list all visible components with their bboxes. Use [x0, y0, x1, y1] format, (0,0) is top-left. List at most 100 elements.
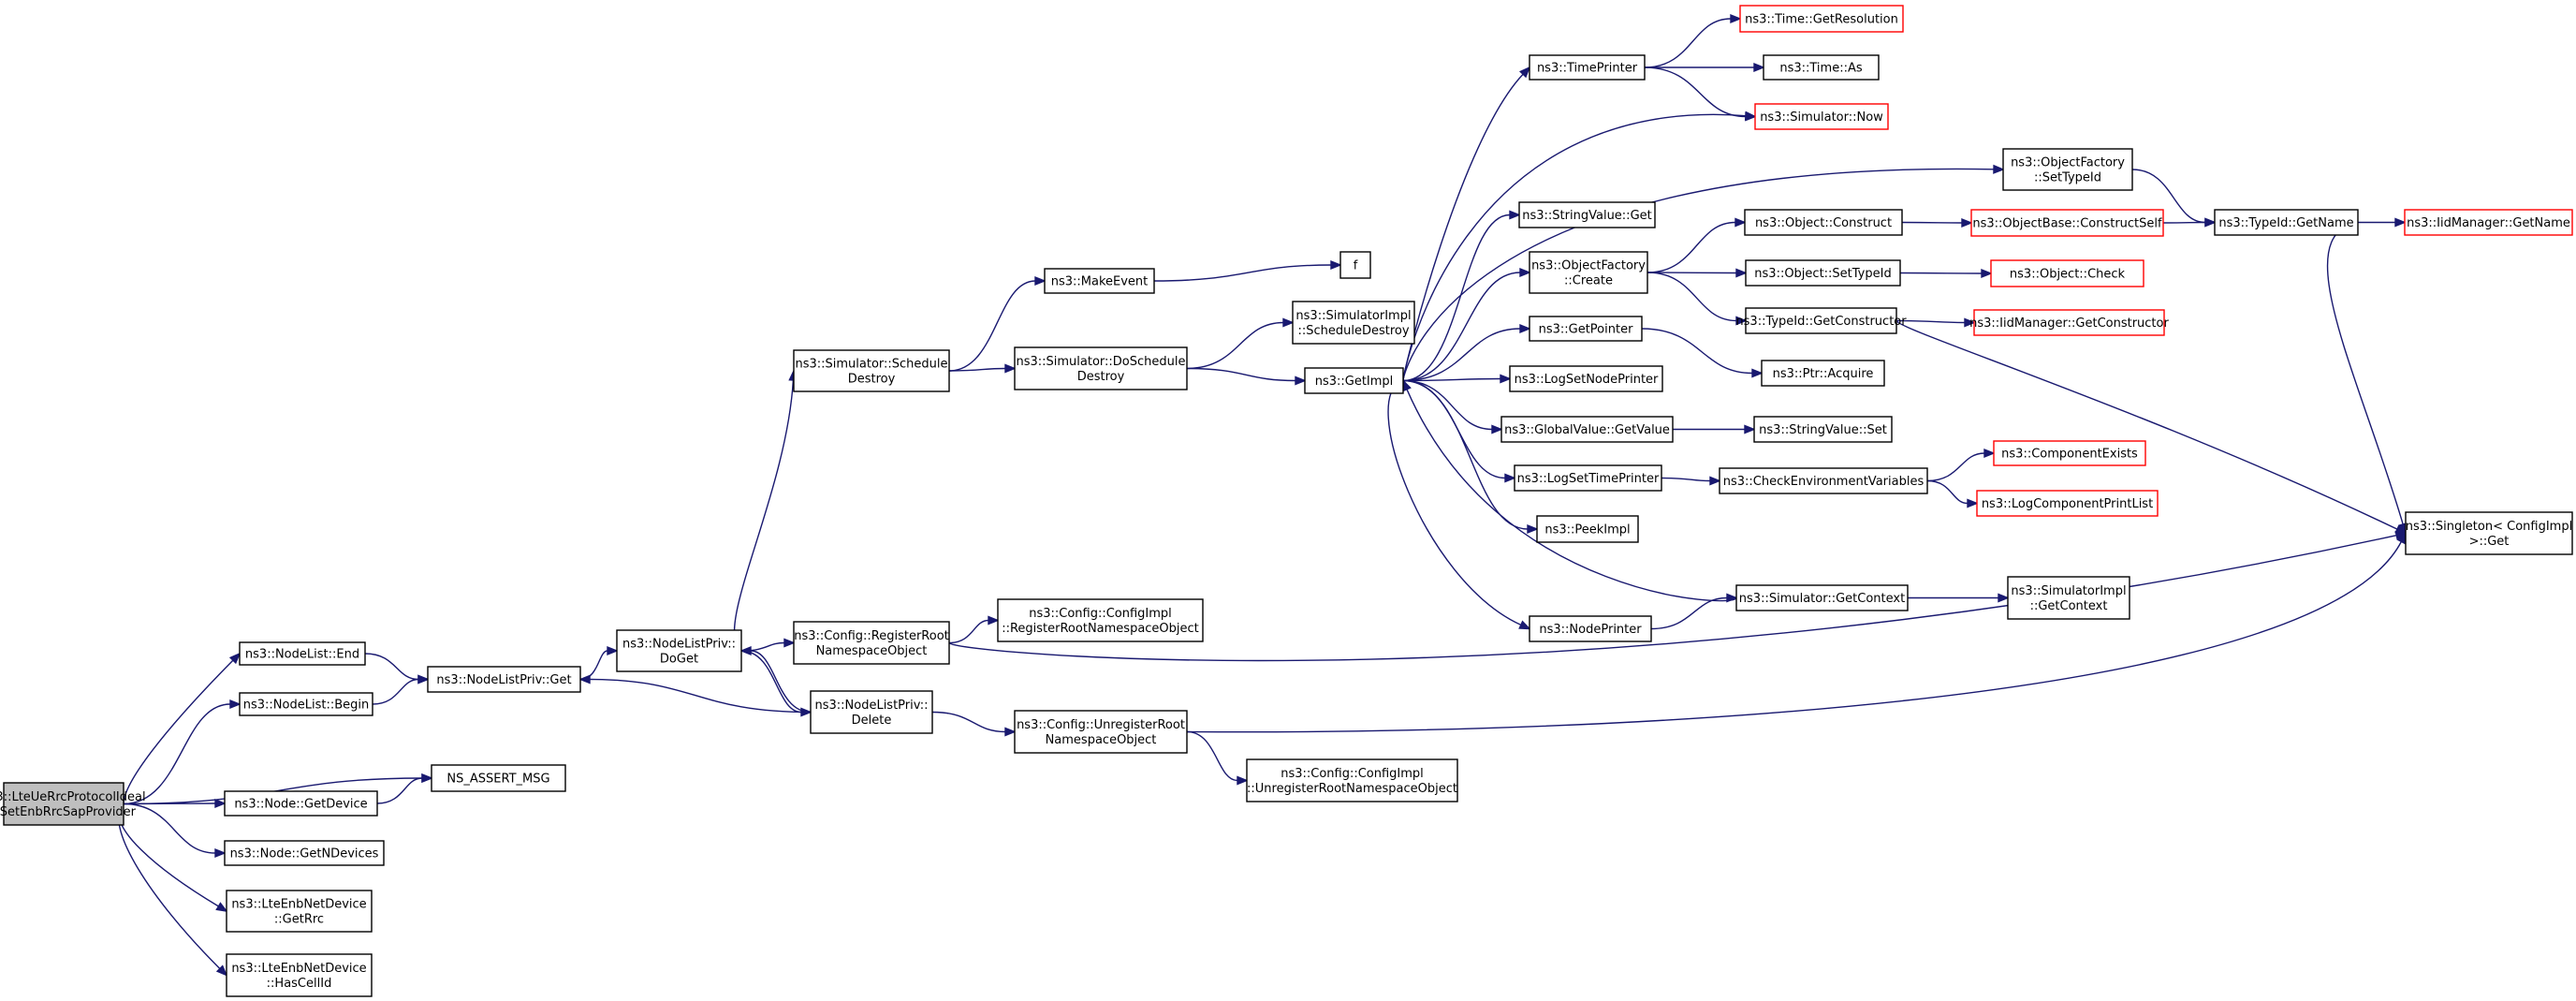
node-box	[1976, 490, 2159, 517]
node-object-construct[interactable]: ns3::Object::Construct	[1744, 209, 1903, 236]
edge-line	[740, 650, 802, 714]
node-cfgimpl-unregister[interactable]: ns3::Config::ConfigImpl::UnregisterRootN…	[1246, 758, 1458, 802]
node-timeprinter[interactable]: ns3::TimePrinter	[1529, 54, 1646, 81]
edge-arrowhead	[1519, 323, 1531, 334]
node-label: ns3::NodePrinter	[1539, 623, 1642, 637]
node-root[interactable]: ns3::LteUeRrcProtocolIdeal::SetEnbRrcSap…	[0, 782, 146, 826]
node-cfg-register-root[interactable]: ns3::Config::RegisterRootNamespaceObject	[793, 621, 950, 665]
edge-nodeprinter-to-sim_getcontext	[1650, 593, 1738, 630]
node-iidmanager-getname[interactable]: ns3::IidManager::GetName	[2404, 209, 2573, 236]
edge-line	[123, 802, 216, 854]
node-f[interactable]: f	[1339, 251, 1371, 279]
edge-line	[123, 659, 234, 804]
node-nodelist-end[interactable]: ns3::NodeList::End	[239, 641, 366, 666]
node-getpointer[interactable]: ns3::GetPointer	[1529, 316, 1643, 342]
node-nlp-doget[interactable]: ns3::NodeListPriv::DoGet	[616, 629, 742, 672]
edge-timeprinter-to-time_getresolution	[1644, 13, 1742, 68]
node-iidmanager-getconstructor[interactable]: ns3::IidManager::GetConstructor	[1969, 309, 2169, 336]
node-sim-getcontext[interactable]: ns3::Simulator::GetContext	[1735, 584, 1909, 611]
node-label: ns3::ObjectBase::ConstructSelf	[1972, 217, 2162, 231]
node-sim-schedule-destroy[interactable]: ns3::Simulator::ScheduleDestroy	[793, 349, 950, 392]
edge-line	[1402, 272, 1521, 382]
node-objfactory-settypeid[interactable]: ns3::ObjectFactory::SetTypeId	[2002, 148, 2133, 191]
edge-arrowhead	[1730, 13, 1742, 24]
edge-arrowhead	[1961, 217, 1973, 228]
node-node-getndevices[interactable]: ns3::Node::GetNDevices	[224, 840, 385, 866]
edge-arrowhead	[421, 773, 433, 784]
node-box	[1529, 251, 1648, 294]
node-label: ns3::TimePrinter	[1537, 62, 1638, 76]
edge-line	[1895, 319, 2398, 530]
node-label: ns3::Ptr::Acquire	[1773, 367, 1874, 381]
edge-sim_do_schedule_destroy-to-simimpl_schedule_destroy	[1186, 317, 1295, 370]
node-typeid-getconstructor[interactable]: ns3::TypeId::GetConstructor	[1735, 307, 1907, 334]
node-box	[1044, 268, 1155, 294]
node-enb-hascellid[interactable]: ns3::LteEnbNetDevice::HasCellId	[226, 953, 373, 997]
node-box	[1735, 584, 1909, 611]
node-box	[224, 840, 385, 866]
node-object-check[interactable]: ns3::Object::Check	[1990, 259, 2144, 287]
node-cfg-unregister-root[interactable]: ns3::Config::UnregisterRootNamespaceObje…	[1014, 710, 1188, 754]
edge-arrowhead	[1983, 448, 1996, 459]
node-label: ns3::StringValue::Get	[1522, 209, 1651, 223]
node-sim-now[interactable]: ns3::Simulator::Now	[1754, 103, 1889, 130]
edge-line	[1402, 113, 1747, 381]
node-getimpl[interactable]: ns3::GetImpl	[1304, 367, 1404, 394]
edge-getimpl-to-timeprinter	[1402, 66, 1531, 381]
node-objfactory-create[interactable]: ns3::ObjectFactory::Create	[1529, 251, 1648, 294]
node-nodelist-begin[interactable]: ns3::NodeList::Begin	[239, 692, 373, 716]
edge-typeid_getconstructor-to-iidmanager_getconstructor	[1895, 317, 1976, 328]
edge-arrowhead	[1237, 775, 1249, 786]
node-typeid-getname[interactable]: ns3::TypeId::GetName	[2214, 209, 2359, 236]
node-label: ns3::Simulator::Now	[1760, 110, 1883, 125]
node-ptr-acquire[interactable]: ns3::Ptr::Acquire	[1761, 360, 1885, 387]
node-cfgimpl-register[interactable]: ns3::Config::ConfigImpl::RegisterRootNam…	[997, 598, 1204, 642]
node-simimpl-getcontext[interactable]: ns3::SimulatorImpl::GetContext	[2007, 576, 2130, 620]
node-label: ns3::Object::SetTypeId	[1754, 267, 1891, 281]
edge-arrowhead	[739, 645, 752, 656]
node-peekimpl[interactable]: ns3::PeekImpl	[1536, 515, 1639, 543]
node-make-event[interactable]: ns3::MakeEvent	[1044, 268, 1155, 294]
edge-arrowhead	[1519, 267, 1531, 278]
node-enb-getrrc[interactable]: ns3::LteEnbNetDevice::GetRrc	[226, 890, 373, 933]
node-time-getresolution[interactable]: ns3::Time::GetResolution	[1739, 5, 1904, 33]
edge-object_settypeid-to-object_check	[1899, 268, 1993, 279]
node-node-getdevice[interactable]: ns3::Node::GetDevice	[224, 790, 378, 817]
node-log-component-printlist[interactable]: ns3::LogComponentPrintList	[1976, 490, 2159, 517]
node-object-settypeid[interactable]: ns3::Object::SetTypeId	[1745, 259, 1901, 287]
edge-line	[1402, 213, 1511, 382]
node-box	[1292, 301, 1415, 345]
node-simimpl-schedule-destroy[interactable]: ns3::SimulatorImpl::ScheduleDestroy	[1292, 301, 1415, 345]
node-box	[1993, 440, 2146, 466]
node-label: ns3::LteEnbNetDevice	[231, 962, 366, 976]
edge-arrowhead	[1527, 523, 1539, 535]
node-nlp-delete[interactable]: ns3::NodeListPriv::Delete	[810, 690, 933, 734]
node-ns-assert-msg[interactable]: NS_ASSERT_MSG	[431, 764, 566, 792]
edge-arrowhead	[1993, 164, 2005, 174]
node-check-env-vars[interactable]: ns3::CheckEnvironmentVariables	[1719, 467, 1928, 494]
node-stringvalue-get[interactable]: ns3::StringValue::Get	[1518, 201, 1656, 228]
edge-line	[118, 803, 221, 969]
node-stringvalue-set[interactable]: ns3::StringValue::Set	[1753, 416, 1893, 443]
edge-line	[123, 703, 231, 805]
node-box	[1014, 710, 1188, 754]
node-singleton-get[interactable]: ns3::Singleton< ConfigImpl>::Get	[2405, 511, 2573, 555]
edge-getimpl-to-globalvalue_getvalue	[1402, 379, 1503, 434]
edge-sim_getcontext-to-simimpl_getcontext	[1908, 593, 2010, 603]
node-box	[1514, 464, 1662, 492]
node-globalvalue-getvalue[interactable]: ns3::GlobalValue::GetValue	[1500, 416, 1674, 443]
node-label: ns3::Config::ConfigImpl	[1029, 607, 1172, 621]
node-label: ns3::Simulator::Schedule	[795, 358, 947, 372]
edge-line	[1387, 379, 1522, 626]
node-logsettimeprinter[interactable]: ns3::LogSetTimePrinter	[1514, 464, 1662, 492]
node-component-exists[interactable]: ns3::ComponentExists	[1993, 440, 2146, 466]
node-nlp-get[interactable]: ns3::NodeListPriv::Get	[427, 666, 581, 693]
node-nodeprinter[interactable]: ns3::NodePrinter	[1529, 615, 1652, 642]
node-objbase-constructself[interactable]: ns3::ObjectBase::ConstructSelf	[1970, 209, 2164, 237]
node-logsetnodeprinter[interactable]: ns3::LogSetNodePrinter	[1509, 365, 1663, 392]
edge-arrowhead	[1504, 473, 1516, 483]
edge-logsettimeprinter-to-check_env_vars	[1661, 476, 1721, 486]
edge-arrowhead	[1751, 368, 1764, 378]
node-time-as[interactable]: ns3::Time::As	[1763, 54, 1880, 81]
